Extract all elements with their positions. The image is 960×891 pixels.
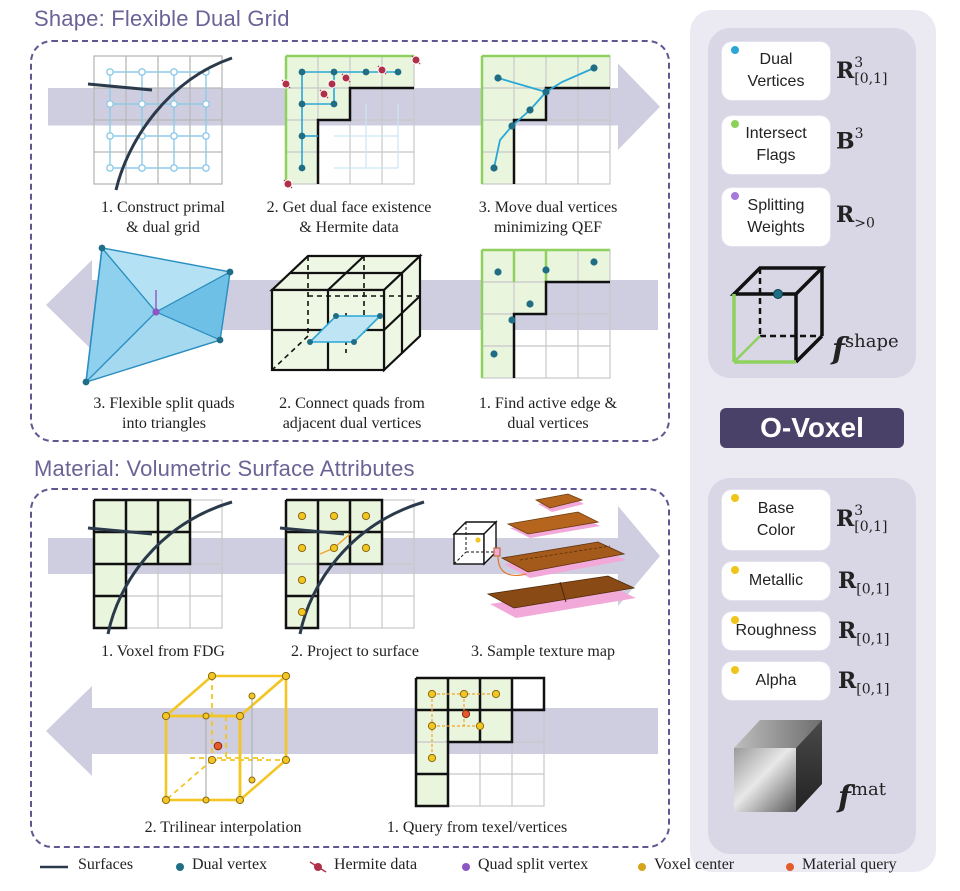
material-section-title: Material: Volumetric Surface Attributes [34, 456, 415, 481]
project-to-surface-grid [279, 498, 425, 635]
attr-card-alpha: Alpha [722, 662, 830, 700]
legend-hermite-icon [309, 861, 327, 873]
caption-query-texel: 1. Query from texel/vertices [386, 819, 568, 836]
query-texel-grid [414, 676, 546, 808]
split-quad-triangles [82, 244, 234, 386]
math-metallic: R[0,1] [838, 568, 890, 598]
move-dual-vertices-grid [480, 54, 611, 185]
legend-quad-split-icon [462, 863, 470, 871]
attr-card-splitting-weights: Splitting Weights [722, 188, 830, 246]
texture-map-stack [452, 493, 636, 618]
legend-material-query: Material query [802, 856, 897, 873]
legend-dual-vertex-icon [176, 863, 184, 871]
connect-quads-box [269, 253, 423, 373]
dual-vertex-dot-icon [731, 46, 739, 54]
f-mat-symbol: fmat [838, 779, 886, 815]
material-section-box [30, 488, 670, 848]
material-arrow-left [46, 686, 658, 776]
caption-active-edge: 1. Find active edge & dual vertices [478, 395, 618, 432]
voxel-center-dot-icon [731, 666, 739, 674]
caption-dual-face: 2. Get dual face existence & Hermite dat… [266, 199, 432, 236]
shape-cube-icon [729, 266, 827, 364]
material-cube-icon [734, 720, 822, 812]
attr-label: Splitting Weights [747, 197, 805, 236]
math-roughness: R[0,1] [838, 618, 890, 648]
intersect-flag-dot-icon [731, 120, 739, 128]
legend-dual-vertex: Dual vertex [192, 856, 268, 873]
attr-label: Dual Vertices [747, 51, 805, 90]
caption-trilinear: 2. Trilinear interpolation [144, 819, 302, 836]
attr-card-intersect-flags: Intersect Flags [722, 116, 830, 174]
splitting-weight-dot-icon [731, 192, 739, 200]
caption-split-quads: 3. Flexible split quads into triangles [93, 395, 235, 432]
voxel-center-dot-icon [731, 616, 739, 624]
attr-label: Metallic [748, 572, 804, 589]
legend-surfaces-line [40, 865, 68, 869]
legend-voxel-center: Voxel center [654, 856, 735, 873]
attr-card-roughness: Roughness [722, 612, 830, 650]
voxel-center-dot-icon [731, 566, 739, 574]
math-splitting-weights: R>0 [836, 202, 875, 232]
attr-label: Alpha [755, 672, 797, 689]
attr-card-dual-vertices: Dual Vertices [722, 42, 830, 100]
legend-surfaces: Surfaces [78, 856, 134, 873]
attr-label: Base Color [756, 500, 796, 539]
voxel-from-fdg-grid [87, 498, 233, 635]
math-alpha: R[0,1] [838, 668, 890, 698]
shape-section-box [30, 40, 670, 442]
dual-face-hermite-grid [281, 54, 421, 189]
caption-project-surface: 2. Project to surface [291, 643, 419, 660]
caption-move-vertices: 3. Move dual vertices minimizing QEF [478, 199, 618, 236]
caption-connect-quads: 2. Connect quads from adjacent dual vert… [279, 395, 425, 432]
caption-voxel-from-fdg: 1. Voxel from FDG [101, 643, 225, 660]
caption-sample-texture: 3. Sample texture map [471, 643, 615, 660]
legend-material-query-icon [786, 863, 794, 871]
caption-construct-grid: 1. Construct primal & dual grid [101, 199, 225, 236]
legend-hermite: Hermite data [334, 856, 418, 873]
trilinear-cube [161, 671, 291, 805]
legend-voxel-center-icon [638, 863, 646, 871]
primal-dual-grid [87, 55, 233, 191]
shape-section-title: Shape: Flexible Dual Grid [34, 6, 290, 31]
voxel-center-dot-icon [731, 494, 739, 502]
shape-arrow-right [48, 63, 660, 150]
attr-label: Roughness [735, 622, 817, 639]
o-voxel-label: O-Voxel [720, 408, 904, 448]
attr-card-metallic: Metallic [722, 562, 830, 600]
legend-quad-split: Quad split vertex [478, 856, 589, 873]
f-shape-symbol: fshape [832, 331, 899, 367]
math-intersect-flags: B3 [836, 126, 864, 155]
attr-card-base-color: Base Color [722, 490, 830, 550]
active-edge-grid [480, 248, 611, 379]
attr-label: Intersect Flags [745, 125, 807, 164]
